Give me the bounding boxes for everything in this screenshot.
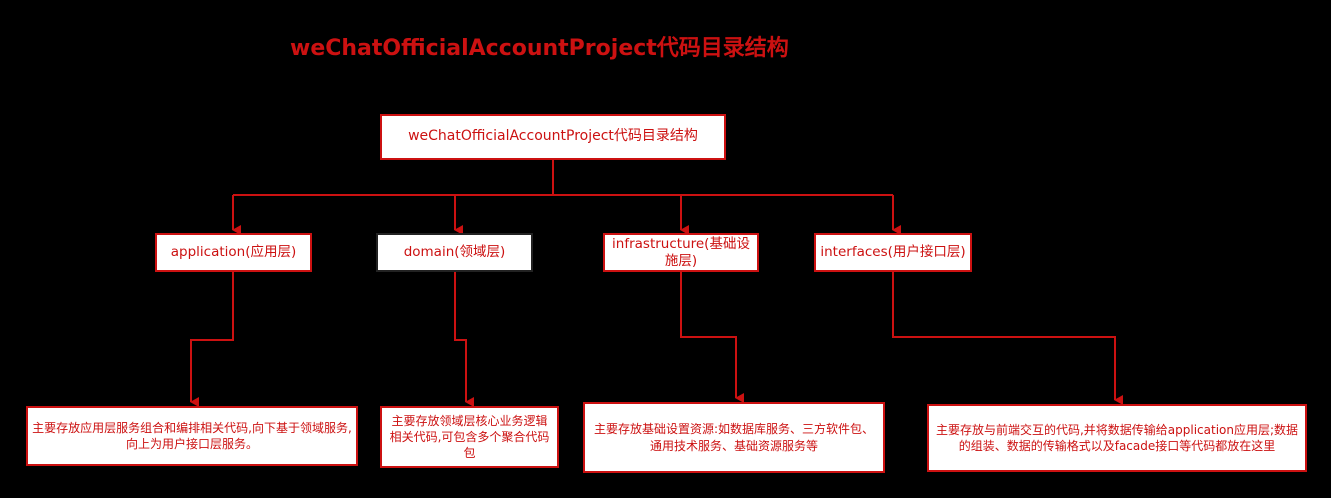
arrow-to-interfaces-desc <box>892 272 1123 405</box>
diagram-title: weChatOfficialAccountProject代码目录结构 <box>290 36 789 61</box>
desc-node-application: 主要存放应用层服务组合和编排相关代码,向下基于领域服务,向上为用户接口层服务。 <box>26 406 358 466</box>
desc-node-interfaces: 主要存放与前端交互的代码,并将数据传输给application应用层;数据的组装… <box>927 404 1307 472</box>
desc-node-infrastructure: 主要存放基础设置资源:如数据库服务、三方软件包、通用技术服务、基础资源服务等 <box>583 402 885 473</box>
layer-node-infrastructure: infrastructure(基础设施层) <box>603 233 759 272</box>
arrow-to-infrastructure-desc <box>680 272 744 403</box>
desc-node-domain: 主要存放领域层核心业务逻辑相关代码,可包含多个聚合代码包 <box>380 406 559 468</box>
arrow-to-domain-desc <box>454 272 474 407</box>
layer-node-interfaces: interfaces(用户接口层) <box>814 233 972 272</box>
layer-node-application: application(应用层) <box>155 233 312 272</box>
arrow-to-application-desc <box>190 272 234 407</box>
root-node: weChatOfficialAccountProject代码目录结构 <box>380 114 726 160</box>
layer-node-domain: domain(领域层) <box>376 233 533 272</box>
